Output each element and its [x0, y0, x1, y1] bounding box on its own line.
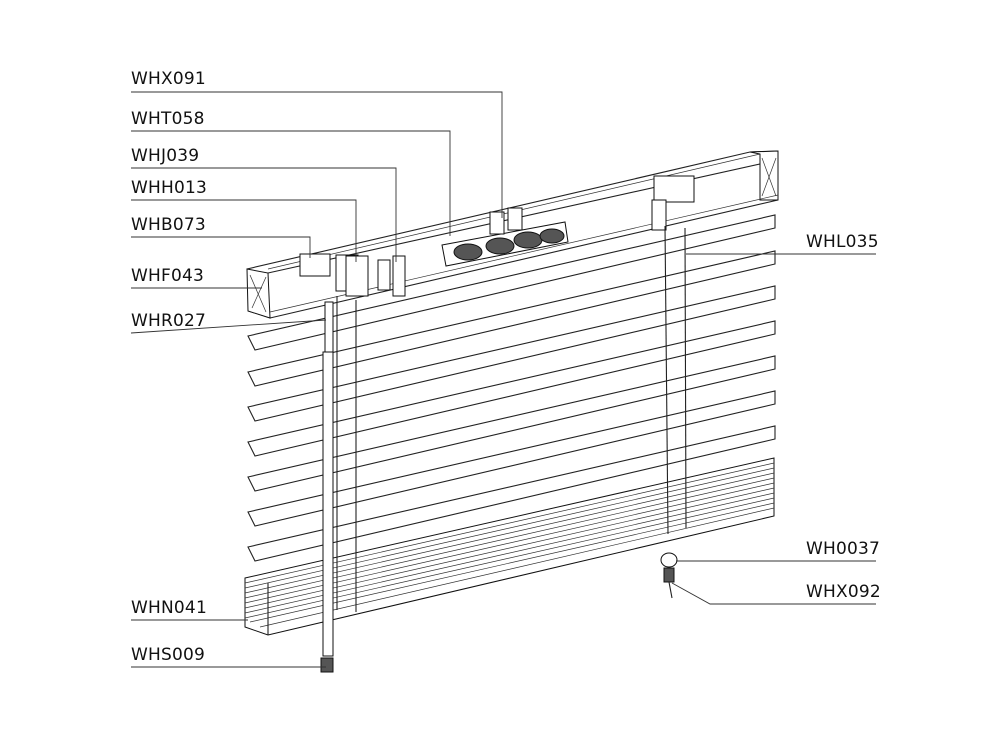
label-whb073: WHB073: [131, 215, 206, 235]
label-whr027: WHR027: [131, 311, 206, 331]
cord-tassel: [660, 552, 678, 599]
tilt-wand: [320, 301, 334, 673]
label-whf043: WHF043: [131, 266, 204, 286]
label-wht058: WHT058: [131, 109, 205, 129]
part-labels: WHX091 WHT058 WHJ039 WHH013 WHB073 WHF04…: [131, 69, 881, 665]
label-wh0037: WH0037: [806, 539, 880, 559]
left-bracket: [299, 253, 406, 297]
leader-lines: [130, 91, 876, 668]
label-whn041: WHN041: [131, 598, 207, 618]
label-whl035: WHL035: [806, 232, 879, 252]
label-whx092: WHX092: [806, 582, 881, 602]
label-whx091: WHX091: [131, 69, 206, 89]
right-bracket: [651, 175, 695, 231]
slats: [247, 214, 776, 562]
label-whj039: WHJ039: [131, 146, 199, 166]
label-whh013: WHH013: [131, 178, 207, 198]
label-whs009: WHS009: [131, 645, 205, 665]
tilter-mechanism: [441, 207, 569, 267]
ladder-cords: [336, 225, 687, 612]
